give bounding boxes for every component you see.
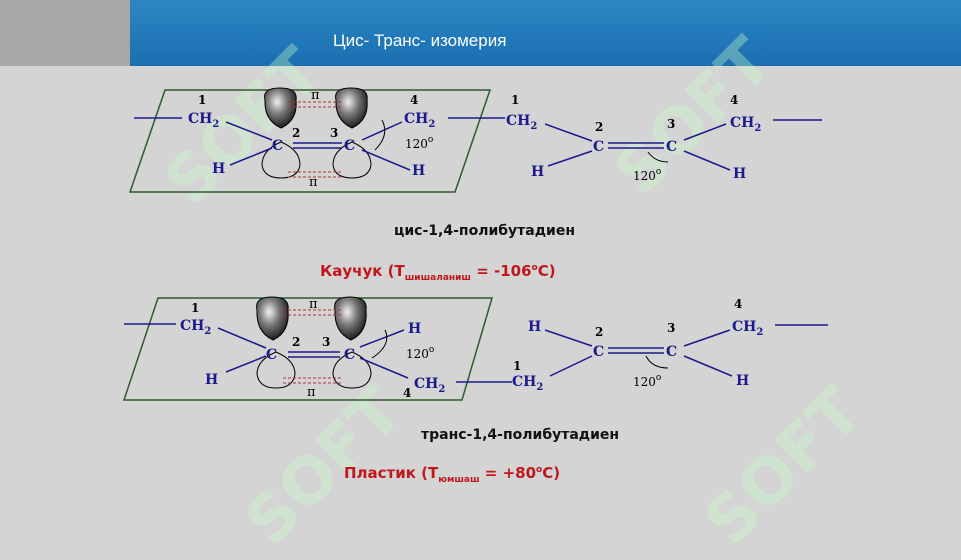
molecular-plane <box>122 297 494 401</box>
property-name: Каучук <box>320 262 383 280</box>
header-left-panel <box>0 0 130 66</box>
pi-bond-label: π <box>309 175 318 190</box>
carbon-label: C <box>666 344 677 360</box>
slide-title: Цис- Транс- изомерия <box>333 31 507 50</box>
p-orbital-upper-lobe <box>334 296 367 341</box>
hydrogen-label: H <box>412 163 425 179</box>
angle-label: 120o <box>406 345 434 361</box>
property-subscript: юмшаш <box>438 475 480 485</box>
p-orbital-lower-lobe <box>332 351 372 389</box>
carbon-label: C <box>344 347 355 363</box>
p-orbital-lower-lobe <box>256 351 296 389</box>
angle-arc <box>374 119 386 151</box>
hydrogen-label: H <box>733 166 746 182</box>
cis-right-structure: CH2 CH2 C C H H 1 2 3 4 120o <box>506 93 822 183</box>
hydrogen-label: H <box>408 321 421 337</box>
isomer-diagram: CH2 CH2 C C H H 1 2 3 4 π π 120o CH2 CH2… <box>122 87 828 401</box>
ch2-label: CH2 <box>732 319 763 338</box>
property-subscript: шишаланиш <box>404 273 471 283</box>
p-orbital-lower-lobe <box>261 141 301 179</box>
carbon-label: C <box>266 347 277 363</box>
trans-property-label: Пластик (Tюмшаш = +80oС) <box>344 464 561 485</box>
pi-bond-label: π <box>307 385 316 400</box>
ch2-label: CH2 <box>414 376 445 395</box>
hydrogen-label: H <box>205 372 218 388</box>
atom-number: 1 <box>191 301 199 315</box>
angle-arc <box>371 329 388 359</box>
angle-arc <box>645 355 669 369</box>
trans-caption: транс-1,4-полибутадиен <box>421 427 620 443</box>
ch2-label: CH2 <box>180 318 211 337</box>
carbon-label: C <box>344 138 355 154</box>
carbon-label: C <box>593 344 604 360</box>
hydrogen-label: H <box>736 373 749 389</box>
pi-bond-label: π <box>309 297 318 312</box>
trans-left-structure: CH2 CH2 C C H H 1 2 3 4 π π 120o <box>122 296 512 401</box>
header-bar <box>130 0 961 66</box>
angle-arc <box>647 151 669 163</box>
ch2-label: CH2 <box>404 111 435 130</box>
atom-number: 2 <box>595 120 603 134</box>
property-unit: С) <box>537 262 556 280</box>
atom-number: 4 <box>730 93 738 107</box>
p-orbital-upper-lobe <box>256 296 289 341</box>
ch2-label: CH2 <box>512 374 543 393</box>
hydrogen-label: H <box>212 161 225 177</box>
ch2-label: CH2 <box>188 111 219 130</box>
atom-number: 3 <box>667 117 675 131</box>
carbon-label: C <box>272 138 283 154</box>
degree-mark: o <box>531 263 538 273</box>
p-orbital-upper-lobe <box>335 87 368 129</box>
property-name: Пластик <box>344 464 416 482</box>
ch2-label: CH2 <box>730 115 761 134</box>
atom-number: 4 <box>410 93 418 107</box>
carbon-label: C <box>593 139 604 155</box>
pi-bond-label: π <box>311 88 320 103</box>
cis-left-structure: CH2 CH2 C C H H 1 2 3 4 π π 120o <box>128 87 505 193</box>
atom-number: 2 <box>595 325 603 339</box>
p-orbital-lower-lobe <box>332 141 372 179</box>
p-orbital-upper-lobe <box>264 87 297 129</box>
atom-number: 2 <box>292 335 300 349</box>
molecular-plane <box>128 89 492 193</box>
carbon-label: C <box>666 139 677 155</box>
trans-right-structure: CH2 CH2 C C H H 1 2 3 4 120o <box>512 297 828 393</box>
cis-caption: цис-1,4-полибутадиен <box>394 223 576 239</box>
cis-property-label: Каучук (Tшишаланиш = -106oС) <box>320 262 556 283</box>
angle-label: 120o <box>405 135 433 151</box>
atom-number: 1 <box>513 359 521 373</box>
hydrogen-label: H <box>528 319 541 335</box>
hydrogen-label: H <box>531 164 544 180</box>
angle-label: 120o <box>633 373 661 389</box>
property-value: = +80 <box>484 464 537 482</box>
atom-number: 4 <box>734 297 742 311</box>
atom-number: 2 <box>292 126 300 140</box>
atom-number: 3 <box>330 126 338 140</box>
ch2-label: CH2 <box>506 113 537 132</box>
degree-mark: o <box>536 465 543 475</box>
angle-label: 120o <box>633 167 661 183</box>
atom-number: 1 <box>511 93 519 107</box>
atom-number: 3 <box>322 335 330 349</box>
atom-number: 3 <box>667 321 675 335</box>
atom-number: 4 <box>403 386 411 400</box>
atom-number: 1 <box>198 93 206 107</box>
property-unit: С) <box>542 464 561 482</box>
property-value: = -106 <box>476 262 532 280</box>
